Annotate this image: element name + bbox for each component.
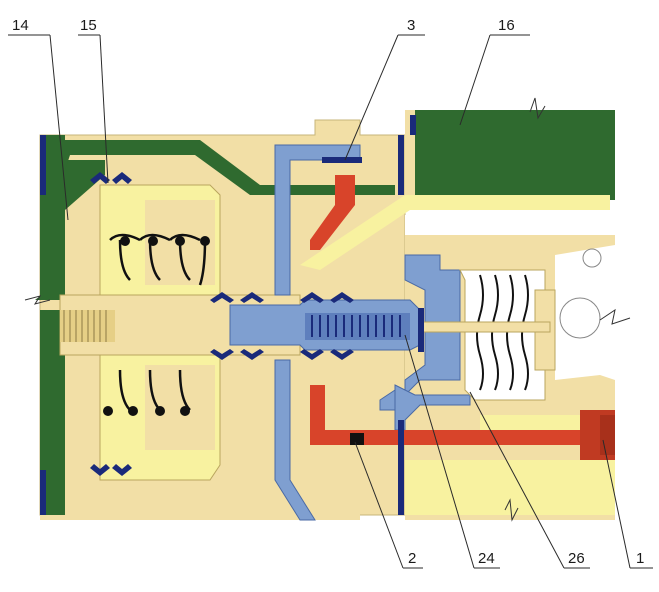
seals bbox=[40, 115, 424, 515]
leader-lines bbox=[8, 34, 653, 569]
callout-2: 2 bbox=[408, 550, 416, 567]
callout-16: 16 bbox=[498, 17, 515, 34]
spring-coil-dots-lower bbox=[103, 406, 190, 416]
callout-14: 14 bbox=[12, 17, 29, 34]
break-marks bbox=[24, 97, 631, 522]
callout-labels: 14 15 3 16 2 24 26 1 bbox=[12, 17, 644, 567]
inner-spring bbox=[305, 313, 410, 340]
ball-check bbox=[559, 297, 601, 339]
callout-3: 3 bbox=[407, 17, 415, 34]
left-cover-plate bbox=[35, 135, 395, 515]
spring-coil-dots-upper bbox=[120, 236, 210, 246]
oil-lines bbox=[310, 175, 615, 460]
small-port bbox=[582, 248, 602, 268]
main-spring-upper bbox=[109, 233, 207, 286]
spring-chamber bbox=[419, 248, 602, 401]
top-right-block bbox=[415, 110, 615, 200]
callout-15: 15 bbox=[80, 17, 97, 34]
callout-1: 1 bbox=[636, 550, 644, 567]
callout-26: 26 bbox=[568, 550, 585, 567]
check-valve-element bbox=[350, 433, 364, 445]
hydraulic-channels bbox=[229, 144, 471, 521]
callout-24: 24 bbox=[478, 550, 495, 567]
piston-chamber bbox=[99, 184, 221, 481]
